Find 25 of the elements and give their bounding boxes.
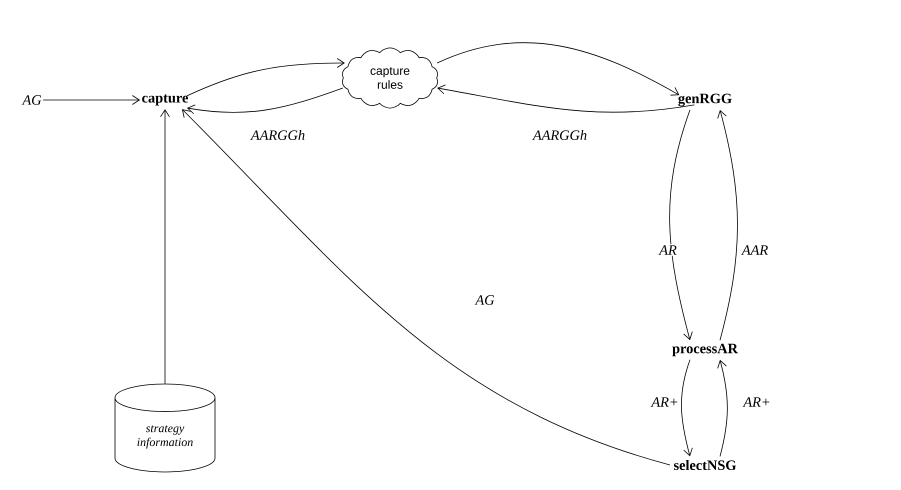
arrow [186,88,344,114]
variable-label: AG [22,95,42,105]
edge-label: AARGGh [250,128,306,142]
edge-label: AG [474,294,496,306]
arrow [42,95,140,105]
arrow [182,109,670,466]
edge-label: AARGGh [532,128,588,142]
process-label: genRGG [678,94,732,106]
process-label: selectNSG [674,460,736,470]
storage-cylinder: strategy information [114,384,216,472]
arrow [436,42,680,96]
rules-cloud: capture rules [342,47,438,108]
arrow [186,58,345,96]
arrow [437,84,695,113]
arrow [717,110,738,341]
arrow [681,359,693,456]
edge-label: AR [658,244,678,256]
arrow [717,360,728,457]
edge-label: AR+ [650,396,680,408]
arrow [160,109,170,384]
edge-label: AAR [740,244,770,256]
process-label: processAR [672,344,738,356]
process-label: capture [142,94,188,106]
edge-label: AR+ [742,396,772,408]
arrow [669,109,693,340]
